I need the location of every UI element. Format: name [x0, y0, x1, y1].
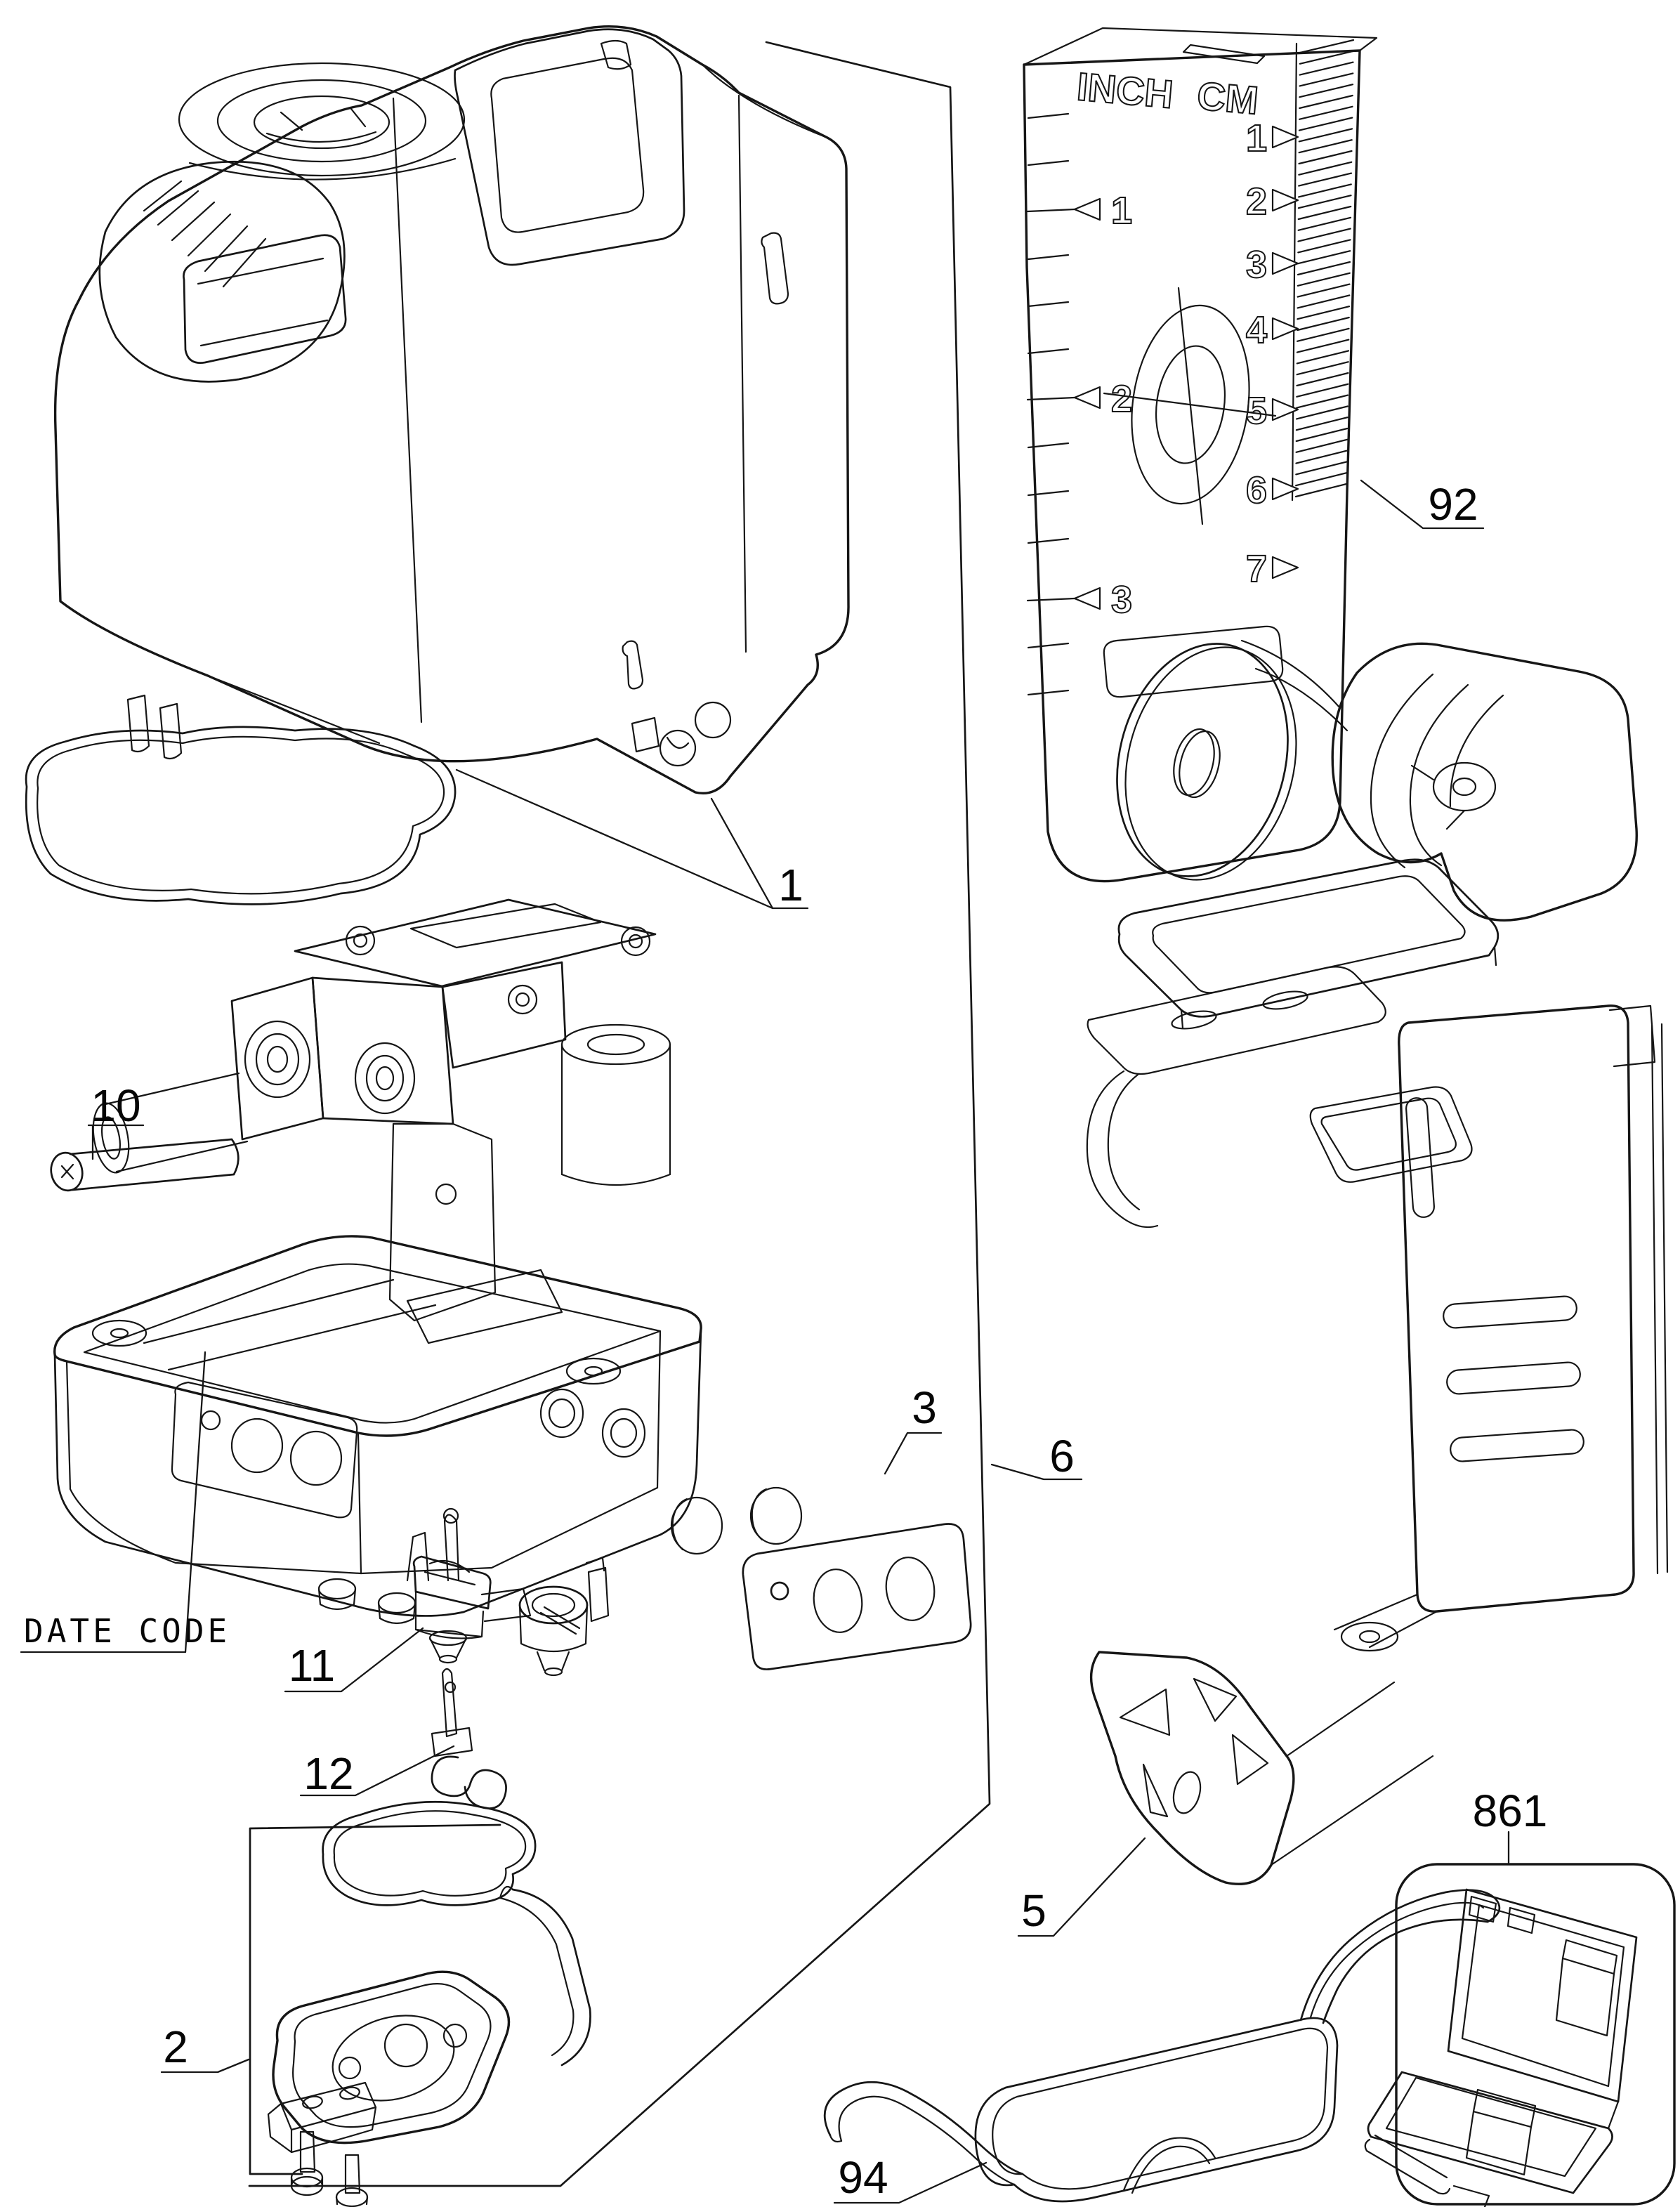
laser-module: [92, 898, 671, 1344]
inch-scale: 1 2 3: [1026, 112, 1133, 696]
date-code-text: DATE CODE: [24, 1612, 230, 1650]
part-number-1: 1: [778, 860, 803, 910]
cm-mark-6: 6: [1246, 469, 1267, 511]
button-plate: [670, 1486, 972, 1670]
housing-assembly: [53, 25, 850, 794]
cm-mark-3: 3: [1246, 244, 1267, 286]
wall-bracket: [1086, 639, 1669, 1885]
label-3: 3: [884, 1382, 943, 1475]
cm-label: CM: [1195, 73, 1260, 122]
part2-frame: [249, 1823, 501, 2175]
label-12: 12: [299, 1745, 455, 1799]
inch-mark-2: 2: [1111, 378, 1132, 420]
label-10: 10: [87, 1080, 145, 1160]
part-number-5: 5: [1021, 1885, 1046, 1936]
part-number-6: 6: [1049, 1431, 1075, 1481]
housing-gasket: [25, 726, 457, 905]
part-number-12: 12: [303, 1748, 353, 1799]
bottom-housing: [53, 1235, 702, 1625]
part-number-94: 94: [838, 2152, 888, 2203]
cm-scale: 1 2 3 4 5 6 7: [1245, 39, 1355, 591]
kit-box: [1364, 1863, 1676, 2207]
inch-mark-1: 1: [1111, 190, 1132, 232]
label-94: 94: [833, 2152, 987, 2204]
label-6: 6: [990, 1431, 1083, 1481]
label-92: 92: [1360, 479, 1485, 530]
magnet-washer: [1116, 643, 1297, 881]
safety-glasses: [823, 1889, 1501, 2203]
label-11: 11: [284, 1627, 424, 1693]
cm-mark-4: 4: [1246, 309, 1267, 351]
base-kit: [267, 1800, 591, 2207]
callout-labels: 1 2 3 5 6 10 11 12: [20, 479, 1548, 2204]
battery-pin: [50, 1138, 239, 1192]
label-date-code: DATE CODE: [20, 1351, 230, 1653]
diode-assembly: [406, 1507, 610, 1677]
part-number-2: 2: [163, 2022, 188, 2072]
inch-mark-3: 3: [1111, 579, 1132, 621]
bracket-foot: [1089, 1651, 1434, 1885]
part-number-10: 10: [91, 1080, 140, 1131]
label-2: 2: [160, 2022, 250, 2074]
part-number-92: 92: [1428, 479, 1478, 530]
part-number-11: 11: [289, 1640, 335, 1691]
label-5: 5: [1017, 1837, 1146, 1937]
spring-clip: [431, 1668, 507, 1809]
part-number-861: 861: [1473, 1786, 1548, 1836]
label-1: 1: [455, 768, 809, 910]
divider-fence: [248, 41, 991, 2187]
target-card: 1 2 3 1 2 3 4 5 6 7 INCH CM: [1023, 27, 1378, 883]
cm-mark-7: 7: [1246, 548, 1267, 590]
crosshair-target: [1103, 287, 1277, 525]
cm-mark-1: 1: [1246, 117, 1267, 159]
screw-2: [335, 2154, 369, 2207]
inch-label: INCH: [1075, 64, 1175, 117]
screw-1: [290, 2130, 324, 2196]
part-number-3: 3: [912, 1382, 937, 1433]
label-861: 861: [1473, 1786, 1548, 1864]
cm-mark-2: 2: [1246, 181, 1267, 223]
